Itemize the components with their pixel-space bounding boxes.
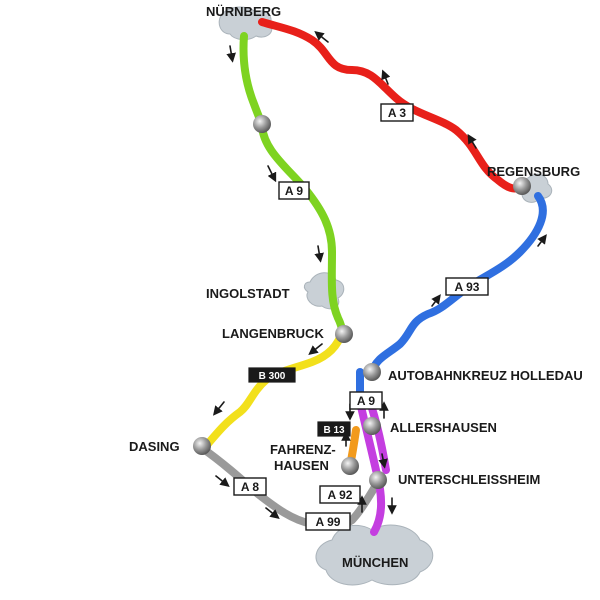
arrow-icon — [378, 453, 388, 469]
arrow-icon — [537, 234, 547, 247]
direction-arrows — [213, 31, 547, 519]
purple-route-a9-south — [356, 398, 386, 536]
city-label-regensburg: REGENSBURG — [487, 164, 580, 179]
city-label-fahrenzhausen-1: FAHRENZ- — [270, 442, 336, 457]
road-label: A 93 — [455, 280, 480, 294]
arrow-icon — [226, 45, 236, 63]
arrow-icon — [213, 401, 225, 416]
road-sign-a3: A 3 — [380, 103, 414, 122]
road-sign-a93: A 93 — [445, 277, 489, 296]
arrow-icon — [381, 69, 391, 85]
nuernberg-city-icon — [218, 6, 273, 41]
node-icon-dasing — [193, 437, 211, 455]
city-label-nuernberg: NÜRNBERG — [206, 4, 281, 19]
node-icon-holledau — [363, 363, 381, 381]
arrow-icon — [215, 475, 230, 487]
road-label: A 92 — [328, 488, 353, 502]
road-label: B 300 — [259, 371, 286, 382]
node-icon-unterschleissheim — [369, 471, 387, 489]
blue-route-a93 — [368, 192, 547, 376]
road-sign-b13: B 13 — [317, 421, 351, 437]
road-label: A 9 — [285, 184, 304, 198]
road-sign-a9-north: A 9 — [278, 181, 310, 200]
arrow-icon — [314, 31, 329, 43]
city-label-langenbruck: LANGENBRUCK — [222, 326, 324, 341]
road-sign-a99: A 99 — [305, 512, 351, 531]
road-label: A 99 — [316, 515, 341, 529]
road-label: B 13 — [323, 425, 345, 436]
red-route-a3 — [258, 18, 526, 193]
arrow-icon — [314, 245, 324, 263]
node-icon-allershausen — [363, 417, 381, 435]
node-icon-langenbruck — [335, 325, 353, 343]
ingolstadt-city-icon — [303, 272, 345, 310]
road-sign-b300: B 300 — [248, 367, 296, 383]
arrow-icon — [431, 294, 441, 307]
road-label: A 9 — [357, 394, 376, 408]
city-label-holledau: AUTOBAHNKREUZ HOLLEDAU — [388, 368, 583, 383]
city-label-allershausen: ALLERSHAUSEN — [390, 420, 497, 435]
road-sign-a9-south: A 9 — [349, 391, 383, 410]
road-label: A 3 — [388, 106, 407, 120]
arrow-icon — [267, 165, 277, 183]
road-sign-a8: A 8 — [233, 477, 267, 496]
road-sign-a92: A 92 — [319, 485, 361, 504]
arrow-icon — [265, 507, 280, 519]
node-icon-regensburg — [513, 177, 531, 195]
node-icon-fahrenzhausen — [341, 457, 359, 475]
city-label-muenchen: MÜNCHEN — [342, 555, 408, 570]
arrow-icon — [467, 133, 477, 149]
city-label-fahrenzhausen-2: HAUSEN — [274, 458, 329, 473]
node-icon-a9-north — [253, 115, 271, 133]
city-label-dasing: DASING — [129, 439, 180, 454]
city-label-ingolstadt: INGOLSTADT — [206, 286, 290, 301]
arrow-icon — [308, 343, 323, 355]
city-label-unterschleissheim: UNTERSCHLEISSHEIM — [398, 472, 540, 487]
road-label: A 8 — [241, 480, 260, 494]
